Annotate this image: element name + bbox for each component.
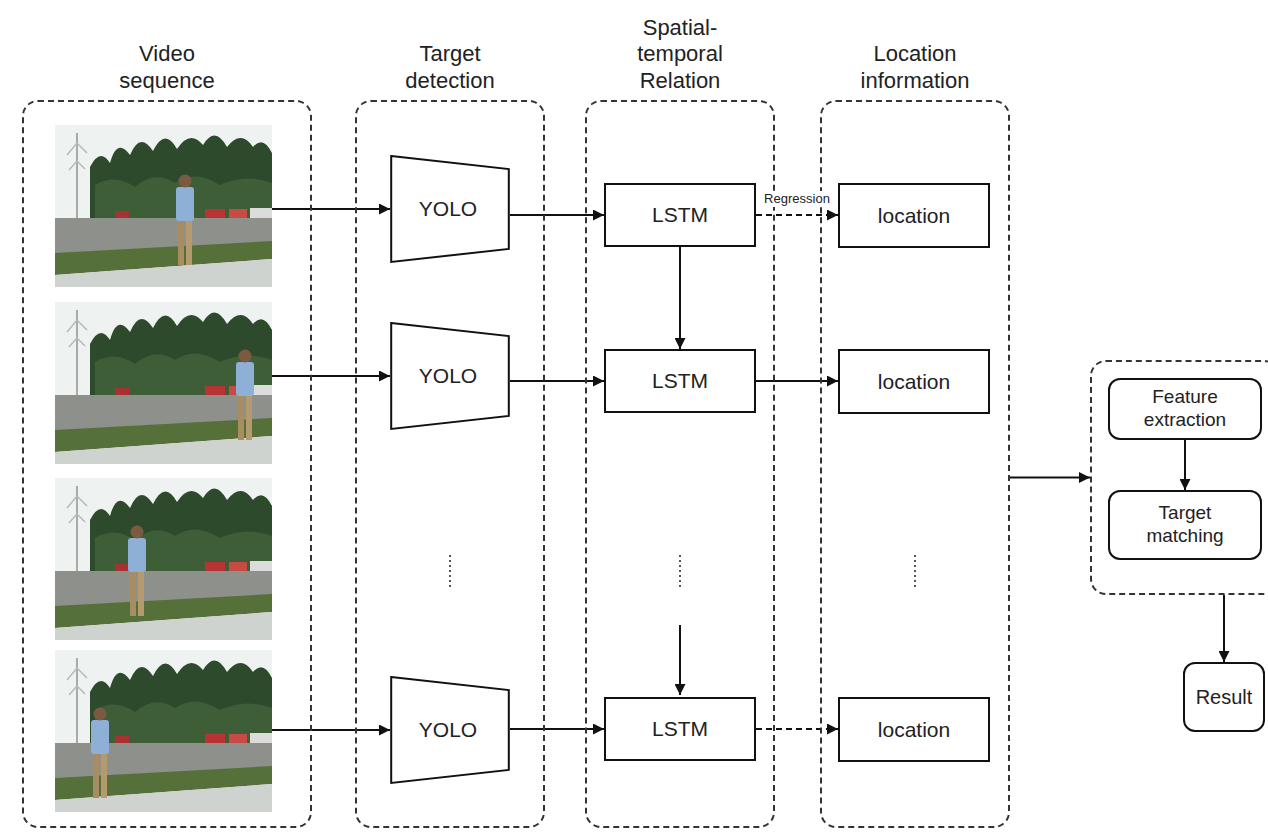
edge-label: Regression [762, 191, 832, 207]
frame-arrow [272, 375, 390, 377]
yolo-detector: YOLO [390, 155, 510, 263]
sequence-arrow [679, 625, 681, 695]
group-frame: Spatial-temporal RelationLSTMLSTMLSTM [585, 100, 775, 828]
group-frame: Video sequence [22, 100, 312, 828]
column-heading: Spatial-temporal Relation [624, 15, 736, 94]
column-heading: Location information [845, 41, 985, 94]
video-frame [55, 650, 272, 812]
process-box: location [838, 697, 990, 762]
video-frame [55, 478, 272, 640]
rounded-box: Feature extraction [1108, 378, 1262, 440]
box-label: LSTM [652, 368, 708, 393]
street-scene [55, 650, 272, 812]
column-heading: Video sequence [97, 41, 237, 94]
box-label: location [878, 203, 950, 228]
video-frame [55, 302, 272, 464]
flow-arrow [1223, 595, 1225, 662]
walking-person [128, 526, 146, 617]
walking-person [91, 708, 109, 799]
walking-person [176, 175, 194, 266]
flow-arrow [510, 380, 604, 382]
process-box: location [838, 183, 990, 248]
flow-arrow [510, 728, 604, 730]
box-label: LSTM [652, 716, 708, 741]
column-heading: Target detection [380, 41, 520, 94]
street-scene [55, 302, 272, 464]
flow-arrow [1010, 477, 1090, 479]
ellipsis-dots [914, 555, 916, 590]
box-label: YOLO [419, 196, 477, 221]
rounded-box: Target matching [1108, 490, 1262, 560]
street-scene [55, 125, 272, 287]
box-label: LSTM [652, 202, 708, 227]
box-label: YOLO [419, 363, 477, 388]
box-label: Result [1196, 685, 1253, 709]
rounded-box: Result [1183, 662, 1265, 732]
ellipsis-dots [449, 555, 451, 590]
box-label: Feature extraction [1118, 386, 1252, 432]
process-box: LSTM [604, 349, 756, 413]
process-box: LSTM [604, 697, 756, 761]
ellipsis-dots [679, 555, 681, 590]
flow-arrow [510, 214, 604, 216]
frame-arrow [272, 729, 390, 731]
flow-arrow [756, 380, 838, 382]
video-frame [55, 125, 272, 287]
group-frame: Target detectionYOLOYOLOYOLO [355, 100, 545, 828]
street-scene [55, 478, 272, 640]
frame-arrow [272, 208, 390, 210]
walking-person [236, 350, 254, 441]
process-box: LSTM [604, 183, 756, 247]
box-label: location [878, 717, 950, 742]
trapezoid-outline [390, 155, 510, 263]
box-label: Target matching [1118, 502, 1252, 548]
box-label: location [878, 369, 950, 394]
group-frame: Location informationlocationlocationloca… [820, 100, 1010, 828]
box-label: YOLO [419, 717, 477, 742]
trapezoid-outline [390, 676, 510, 784]
flow-arrow [679, 247, 681, 349]
process-box: location [838, 349, 990, 414]
flow-arrow [1184, 440, 1186, 490]
yolo-detector: YOLO [390, 322, 510, 430]
yolo-detector: YOLO [390, 676, 510, 784]
group-frame: Feature extractionTarget matching [1090, 360, 1268, 595]
flow-arrow [756, 214, 838, 216]
flow-arrow [756, 728, 838, 730]
trapezoid-outline [390, 322, 510, 430]
